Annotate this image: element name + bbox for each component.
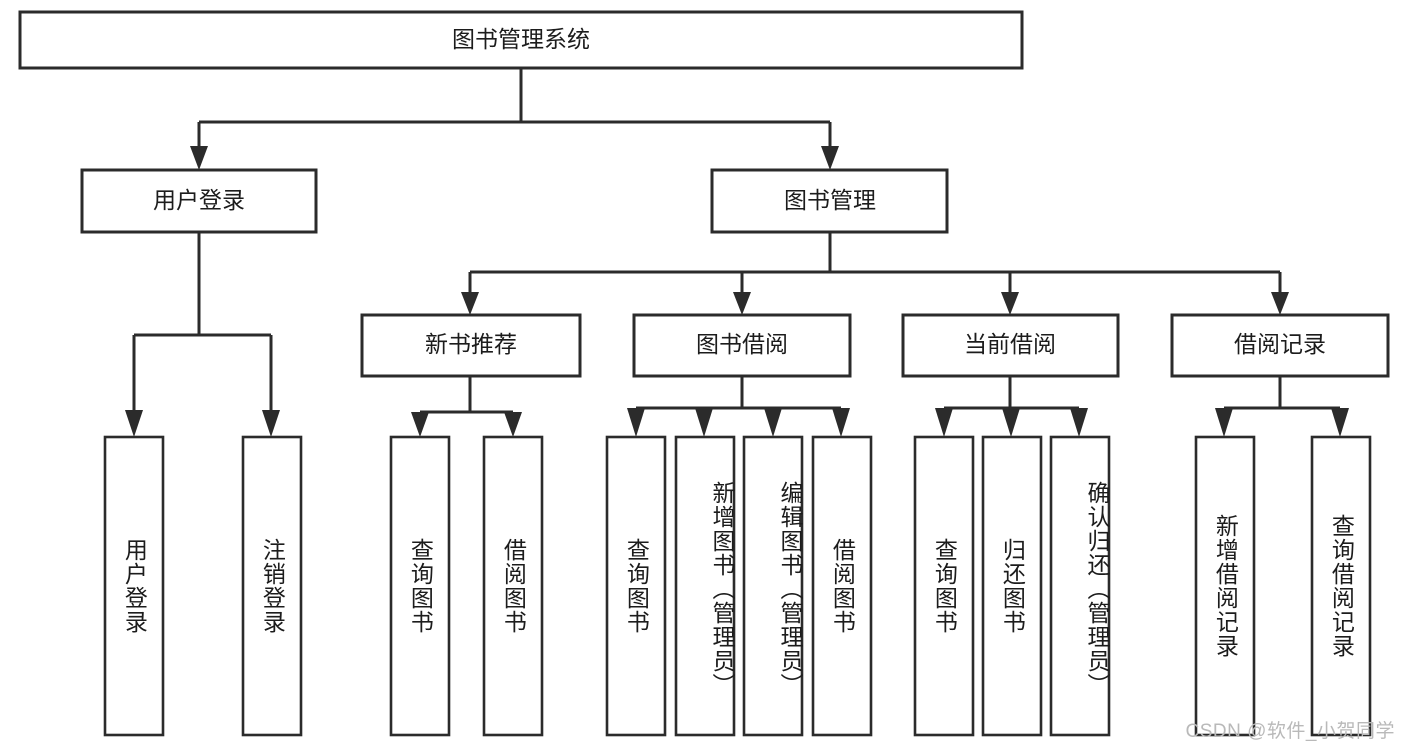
arrow-head-leaf-add-book xyxy=(695,408,713,437)
node-root-label: 图书管理系统 xyxy=(452,26,590,52)
node-book-manage[interactable]: 图书管理 xyxy=(710,168,949,234)
node-borrow-record-box xyxy=(1170,313,1390,378)
node-user-login[interactable]: 用户登录 xyxy=(80,168,318,234)
node-leaf-logout-box[interactable] xyxy=(241,435,303,737)
connector-group-user-login-to-leaves xyxy=(125,232,280,437)
connector-group-book-manage-to-level3 xyxy=(461,232,1289,315)
arrow-head-leaf-borrow-book-2 xyxy=(832,408,850,437)
node-leaf-query-book-1-box[interactable] xyxy=(389,435,451,737)
connector-group-current-borrow-to-leaves xyxy=(935,376,1088,437)
arrow-head-current-borrow xyxy=(1001,292,1019,315)
node-user-login-box xyxy=(80,168,318,234)
node-new-book-recommend-box xyxy=(360,313,582,378)
node-borrow-record[interactable]: 借阅记录 xyxy=(1170,313,1390,378)
arrow-head-leaf-return-book xyxy=(1002,408,1020,437)
node-current-borrow-label: 当前借阅 xyxy=(964,331,1056,357)
arrow-head-leaf-query-book-2 xyxy=(627,408,645,437)
connector-group-book-borrow-to-leaves xyxy=(627,376,850,437)
node-leaf-query-book-2-box[interactable] xyxy=(605,435,667,737)
node-leaf-borrow-book-1-box[interactable] xyxy=(482,435,544,737)
arrow-head-leaf-query-record xyxy=(1331,408,1349,437)
node-new-book-recommend[interactable]: 新书推荐 xyxy=(360,313,582,378)
arrow-head-leaf-borrow-book-1 xyxy=(504,412,522,437)
node-leaf-borrow-book-2-box[interactable] xyxy=(811,435,873,737)
arrow-head-borrow-record xyxy=(1271,292,1289,315)
arrow-head-leaf-edit-book xyxy=(764,408,782,437)
connector-group-new-book-recommend-to-leaves xyxy=(411,376,522,437)
node-book-borrow-box xyxy=(632,313,852,378)
node-leaf-add-book-box[interactable] xyxy=(674,435,736,737)
node-current-borrow[interactable]: 当前借阅 xyxy=(901,313,1120,378)
node-current-borrow-box xyxy=(901,313,1120,378)
node-leaf-confirm-return-box[interactable] xyxy=(1049,435,1111,737)
node-new-book-recommend-label: 新书推荐 xyxy=(425,331,517,357)
connector-group-borrow-record-to-leaves xyxy=(1215,376,1349,437)
arrow-head-user-login xyxy=(190,146,208,170)
arrow-head-leaf-logout xyxy=(262,410,280,437)
arrow-head-leaf-user-login xyxy=(125,410,143,437)
arrow-head-new-book-recommend xyxy=(461,292,479,315)
arrow-head-leaf-confirm-return xyxy=(1070,408,1088,437)
watermark-text: CSDN @软件_小贺同学 xyxy=(1185,721,1395,742)
node-root-box xyxy=(18,10,1024,70)
arrow-head-book-manage xyxy=(821,146,839,170)
node-user-login-label: 用户登录 xyxy=(153,187,245,213)
node-borrow-record-label: 借阅记录 xyxy=(1234,331,1326,357)
node-book-borrow-label: 图书借阅 xyxy=(696,331,788,357)
node-leaf-user-login-box[interactable] xyxy=(103,435,165,737)
node-root[interactable]: 图书管理系统 xyxy=(18,10,1024,70)
arrow-head-leaf-add-record xyxy=(1215,408,1233,437)
node-book-manage-label: 图书管理 xyxy=(784,187,876,213)
arrow-head-book-borrow xyxy=(733,292,751,315)
node-leaf-return-book-box[interactable] xyxy=(981,435,1043,737)
node-book-borrow[interactable]: 图书借阅 xyxy=(632,313,852,378)
node-book-manage-box xyxy=(710,168,949,234)
arrow-head-leaf-query-book-3 xyxy=(935,408,953,437)
node-leaf-query-record-box[interactable] xyxy=(1310,435,1372,737)
arrow-head-leaf-query-book-1 xyxy=(411,412,429,437)
node-leaf-add-record-box[interactable] xyxy=(1194,435,1256,737)
connector-group-root-to-level2 xyxy=(190,68,839,170)
node-leaf-query-book-3-box[interactable] xyxy=(913,435,975,737)
node-leaf-edit-book-box[interactable] xyxy=(742,435,804,737)
